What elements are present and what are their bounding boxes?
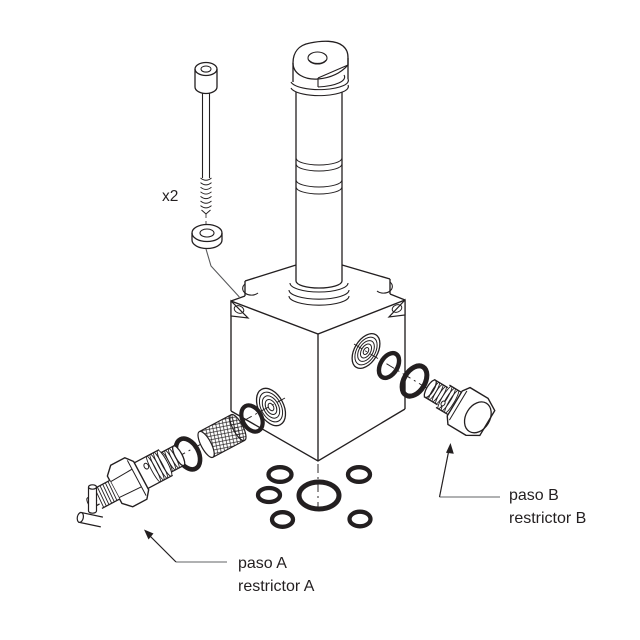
label-restrictor-a: restrictor A [238, 578, 315, 595]
hex-nut [106, 456, 150, 508]
base-o-rings [255, 465, 373, 529]
label-restrictor-b: restrictor B [509, 510, 586, 527]
stem-threads [94, 481, 118, 508]
block-edges [230, 259, 406, 462]
screw-quantity-label: x2 [162, 188, 178, 205]
o-ring-base-small [266, 465, 294, 484]
solenoid-tube [288, 40, 350, 306]
cap-slot [317, 64, 349, 88]
corner-bolt-notches [230, 298, 406, 319]
o-ring-port-b-small [376, 350, 402, 381]
hex-head [446, 386, 496, 437]
label-paso-b: paso B [509, 487, 559, 504]
washer [191, 223, 223, 250]
o-ring-port-b-large [399, 363, 430, 399]
o-ring-base-small [269, 510, 296, 529]
bleed-hole [143, 462, 150, 470]
arrowhead-a [144, 529, 154, 540]
restrictor-b-plug [423, 378, 496, 437]
valve-block [230, 259, 406, 462]
o-ring-base-small [345, 465, 373, 484]
arrowhead-b [446, 443, 454, 454]
o-ring-base-small [255, 485, 283, 505]
screw-threads [200, 177, 212, 209]
t-handle-pin [76, 484, 104, 528]
o-ring-base-small [347, 509, 373, 529]
o-ring-port-a-small [239, 403, 265, 434]
restrictor-a-needle-valve [86, 444, 186, 509]
port-thread-a [255, 387, 287, 427]
label-paso-a: paso A [238, 555, 287, 572]
socket-head-screw [194, 61, 218, 227]
washer-leader-line [205, 248, 244, 302]
filter-screen [197, 413, 247, 459]
o-ring-base-large [296, 479, 342, 512]
leader-restrictor-a [144, 529, 227, 563]
bleed-hole [440, 400, 446, 407]
leader-restrictor-b [438, 443, 500, 498]
